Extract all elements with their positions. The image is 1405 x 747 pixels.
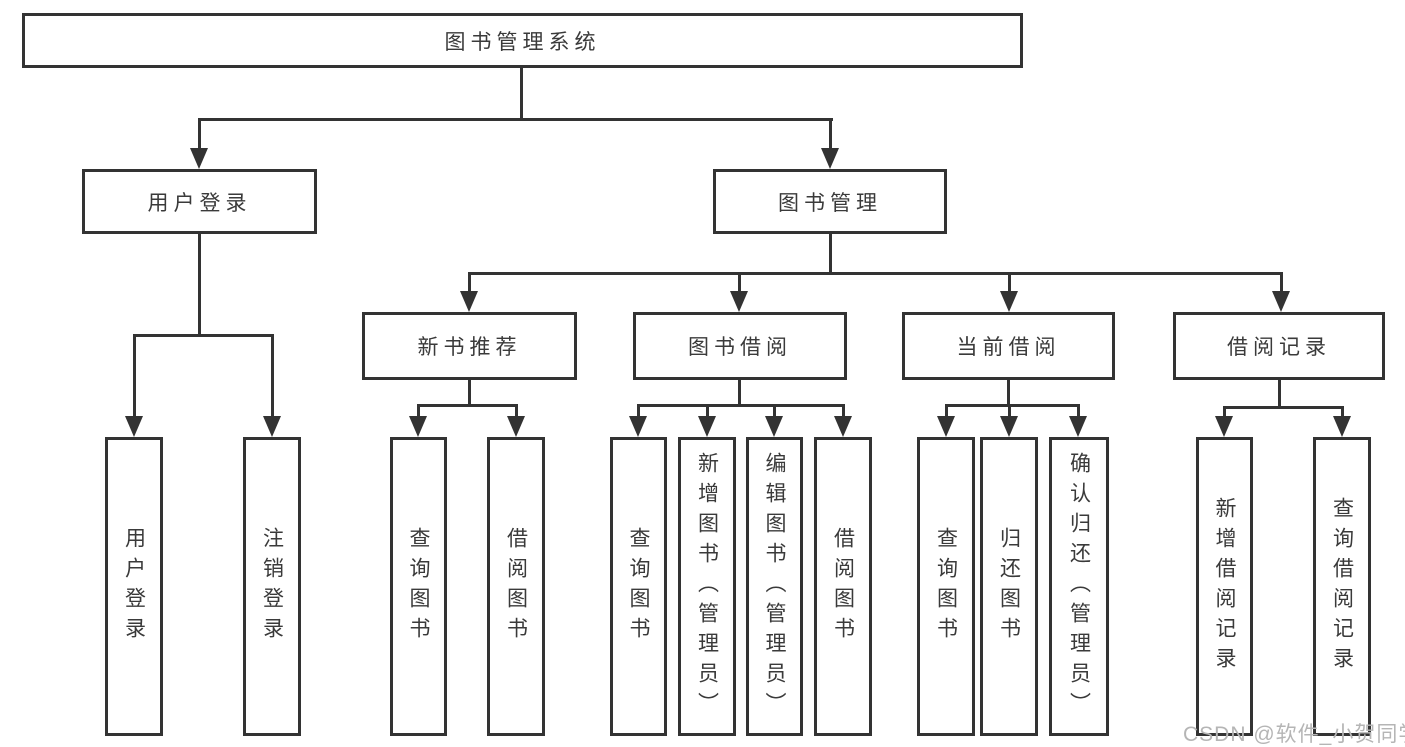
arrowhead-query-books-3 [937,416,955,437]
connector-drop-query-books-2 [637,404,640,417]
leaf-add-book-admin: 新增图书（管理员） [678,437,736,736]
arrowhead-query-record [1333,416,1351,437]
connector-new-book-stem [468,380,471,407]
arrowhead-add-record [1215,416,1233,437]
node-library-management-system: 图书管理系统 [22,13,1023,68]
arrowhead-borrow-books-2 [834,416,852,437]
arrowhead-borrow-books-1 [507,416,525,437]
connector-root-stem [520,68,523,120]
leaf-query-borrow-record: 查询借阅记录 [1313,437,1371,736]
connector-drop-query-books-1 [417,404,420,417]
connector-user-login-branch [133,334,274,337]
connector-new-book-branch [417,404,518,407]
arrowhead-query-books-2 [629,416,647,437]
node-book-borrowing: 图书借阅 [633,312,847,380]
connector-drop-borrow-books-2 [842,404,845,417]
leaf-add-borrow-record: 新增借阅记录 [1196,437,1253,736]
node-book-management: 图书管理 [713,169,947,234]
node-user-login: 用户登录 [82,169,317,234]
arrowhead-edit-book [765,416,783,437]
leaf-query-books-borrowing: 查询图书 [610,437,667,736]
arrowhead-leaf-logout [263,416,281,437]
connector-drop-borrow-books-1 [515,404,518,417]
leaf-edit-book-admin: 编辑图书（管理员） [746,437,803,736]
connector-book-management-stem [829,234,832,275]
leaf-logout-login: 注销登录 [243,437,301,736]
connector-drop-new-book [468,272,471,292]
node-current-borrowing: 当前借阅 [902,312,1115,380]
connector-root-branch [198,118,833,121]
connector-drop-edit-book [773,404,776,417]
arrowhead-query-books-1 [409,416,427,437]
connector-drop-query-record [1341,406,1344,417]
connector-drop-add-book [706,404,709,417]
csdn-watermark: CSDN @软件_小贺同学 [1183,723,1405,746]
leaf-query-books-recommend: 查询图书 [390,437,447,736]
connector-drop-current-borrowing [1008,272,1011,292]
connector-drop-leaf-logout [271,334,274,416]
connector-drop-leaf-user-login [133,334,136,416]
connector-book-borrowing-stem [738,380,741,406]
connector-drop-book-borrowing [738,272,741,292]
leaf-confirm-return-admin: 确认归还（管理员） [1049,437,1109,736]
arrowhead-confirm-return [1069,416,1087,437]
connector-borrow-records-branch [1223,406,1343,409]
node-borrow-records: 借阅记录 [1173,312,1385,380]
arrowhead-leaf-user-login [125,416,143,437]
connector-book-borrowing-branch [637,404,845,407]
connector-current-borrowing-branch [945,404,1080,407]
arrowhead-new-book [460,291,478,312]
connector-drop-user-login [198,118,201,149]
leaf-borrow-books: 借阅图书 [814,437,872,736]
arrowhead-book-management [821,148,839,169]
connector-drop-add-record [1223,406,1226,417]
connector-drop-return-book [1008,404,1011,417]
connector-user-login-stem [198,234,201,337]
arrowhead-current-borrowing [1000,291,1018,312]
arrowhead-user-login [190,148,208,169]
leaf-query-books-current: 查询图书 [917,437,975,736]
leaf-borrow-books-recommend: 借阅图书 [487,437,545,736]
leaf-user-login: 用户登录 [105,437,163,736]
connector-borrow-records-stem [1278,380,1281,408]
arrowhead-return-book [1000,416,1018,437]
connector-drop-query-books-3 [945,404,948,417]
arrowhead-borrow-records [1272,291,1290,312]
connector-book-management-branch [468,272,1283,275]
node-new-book-recommend: 新书推荐 [362,312,577,380]
arrowhead-book-borrowing [730,291,748,312]
leaf-return-book: 归还图书 [980,437,1038,736]
arrowhead-add-book [698,416,716,437]
connector-drop-confirm-return [1077,404,1080,417]
connector-current-borrowing-stem [1007,380,1010,406]
connector-drop-borrow-records [1280,272,1283,292]
connector-drop-book-management [829,118,832,149]
